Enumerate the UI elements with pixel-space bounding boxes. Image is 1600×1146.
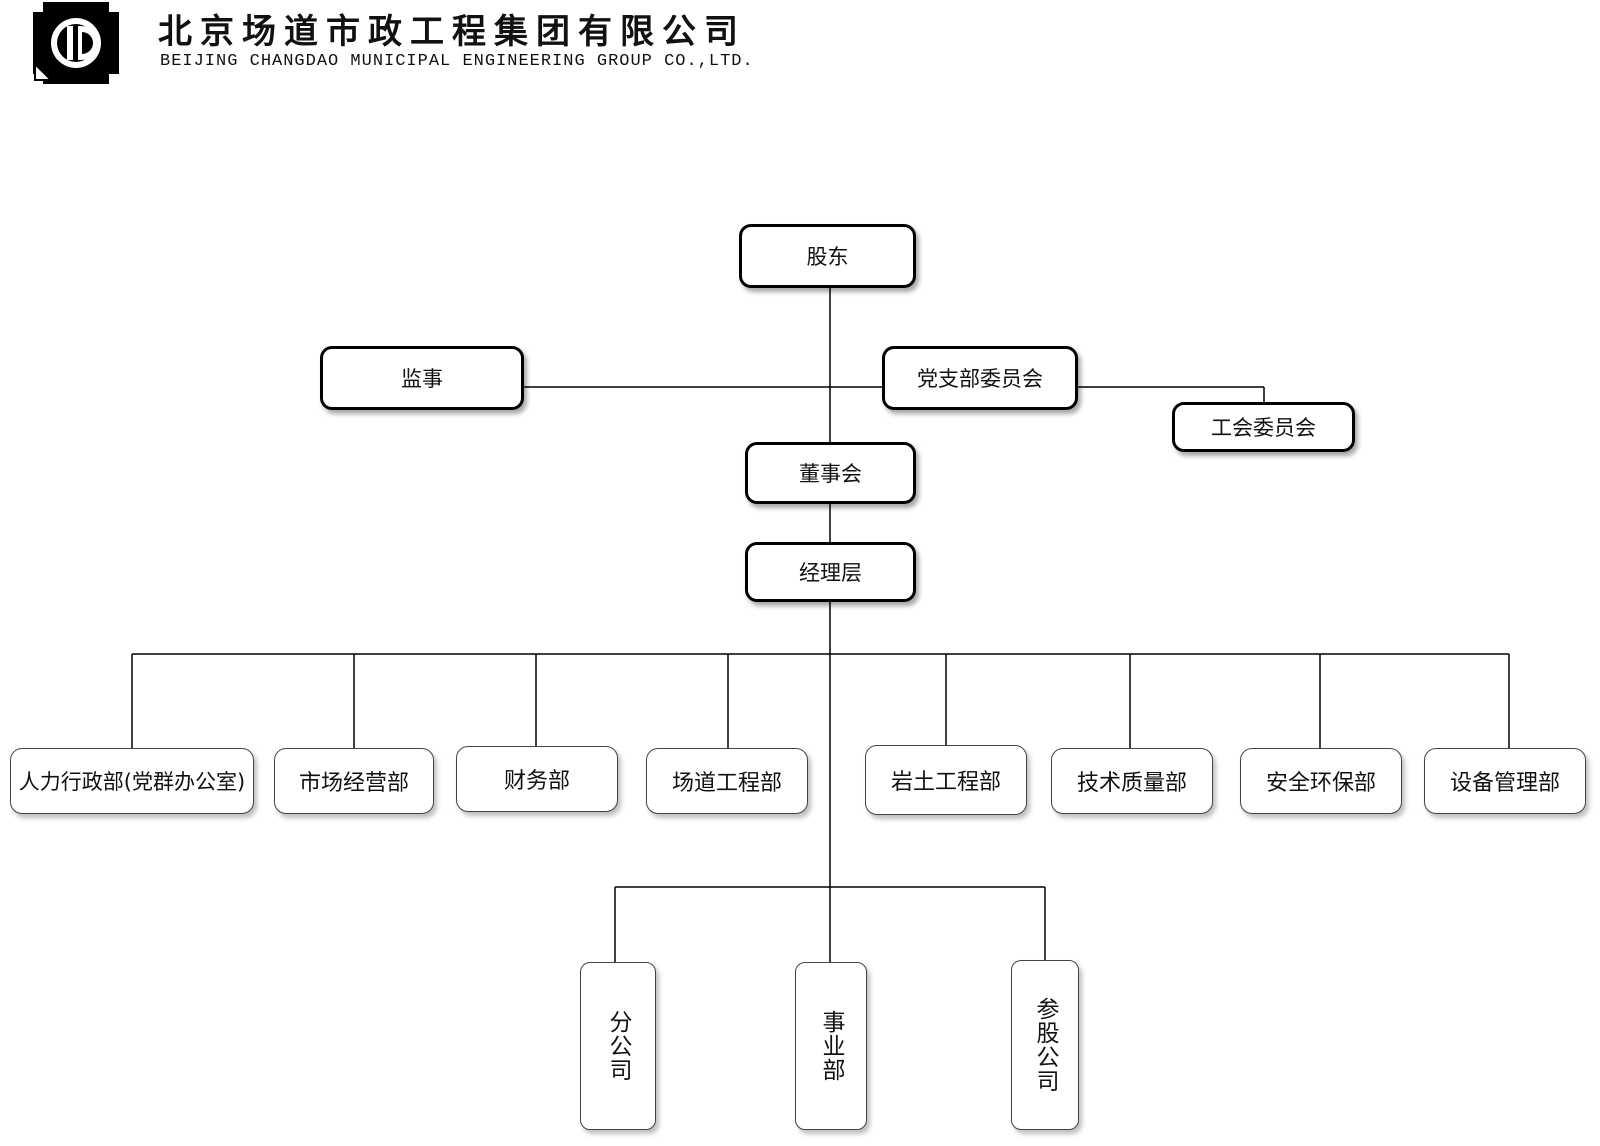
company-name-cn: 北京场道市政工程集团有限公司 [158,12,746,52]
management-box: 经理层 [745,542,916,602]
party-committee-box: 党支部委员会 [882,346,1078,410]
dept-equipment: 设备管理部 [1424,748,1586,814]
unit-label: 参股公司 [1032,997,1058,1093]
company-logo-icon [33,2,119,84]
management-label: 经理层 [799,561,862,585]
dept-label: 技术质量部 [1076,771,1187,796]
dept-technical-quality: 技术质量部 [1051,748,1213,814]
dept-market: 市场经营部 [274,748,434,814]
dept-label: 市场经营部 [298,771,409,796]
supervisor-box: 监事 [320,346,524,410]
dept-label: 设备管理部 [1449,771,1560,796]
unit-label: 分公司 [605,1010,631,1082]
dept-airfield-engineering: 场道工程部 [646,748,808,814]
dept-finance: 财务部 [456,746,618,812]
shareholders-box: 股东 [739,224,916,288]
supervisor-label: 监事 [401,367,443,391]
unit-label: 事业部 [818,1010,844,1082]
dept-hr-admin: 人力行政部(党群办公室) [10,748,254,814]
dept-label: 财务部 [503,769,570,794]
board-label: 董事会 [799,462,862,486]
dept-label: 安全环保部 [1265,771,1376,796]
dept-safety-environment: 安全环保部 [1240,748,1402,814]
board-box: 董事会 [745,442,916,504]
party-committee-label: 党支部委员会 [917,367,1043,391]
dept-geotechnical: 岩土工程部 [865,745,1027,815]
shareholders-label: 股东 [806,245,849,269]
dept-label: 岩土工程部 [890,770,1001,795]
company-name-en: BEIJING CHANGDAO MUNICIPAL ENGINEERING G… [160,52,754,71]
dept-label: 场道工程部 [671,771,782,796]
union-committee-label: 工会委员会 [1211,416,1316,440]
dept-label: 人力行政部(党群办公室) [18,770,246,794]
unit-branch: 分公司 [580,962,656,1130]
unit-affiliate: 参股公司 [1011,960,1079,1130]
unit-business-division: 事业部 [795,962,867,1130]
union-committee-box: 工会委员会 [1172,402,1355,452]
company-header: 北京场道市政工程集团有限公司 BEIJING CHANGDAO MUNICIPA… [30,0,790,90]
